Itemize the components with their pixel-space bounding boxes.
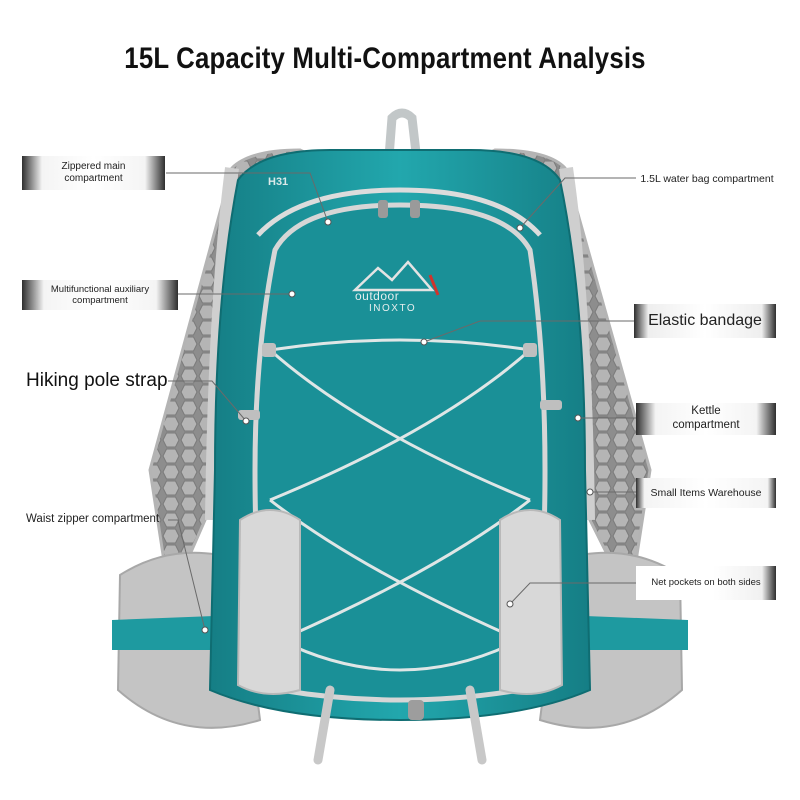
callout-multifunctional-auxiliary-compartment: Multifunctional auxiliary compartment	[22, 280, 178, 310]
callout-elastic-bandage: Elastic bandage	[634, 304, 776, 338]
callout-hiking-pole-strap: Hiking pole strap	[26, 370, 168, 391]
callout-waist-zipper-compartment: Waist zipper compartment	[26, 513, 160, 525]
callout-small-items-warehouse: Small Items Warehouse	[636, 478, 776, 508]
callout-net-pockets-both-sides: Net pockets on both sides	[636, 566, 776, 600]
brand-wordmark: outdoor INOXTO	[355, 289, 439, 315]
model-badge: H31	[268, 176, 289, 188]
callout-zippered-main-compartment: Zippered main compartment	[22, 156, 165, 190]
page-title: 15L Capacity Multi-Compartment Analysis	[124, 42, 646, 75]
callout-kettle-compartment: Kettle compartment	[636, 403, 776, 435]
brand-line1: outdoor	[355, 289, 400, 303]
brand-line2: INOXTO	[369, 303, 417, 315]
callout-water-bag-compartment: 1.5L water bag compartment	[636, 166, 778, 192]
